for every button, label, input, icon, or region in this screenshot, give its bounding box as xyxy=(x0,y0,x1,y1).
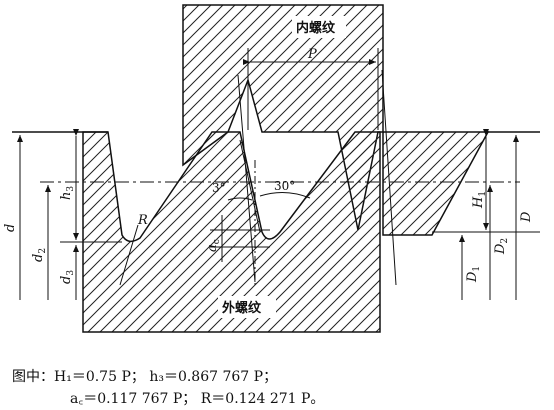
h3-label: h3 xyxy=(59,186,76,200)
internal-thread-label: 内螺纹 xyxy=(296,20,336,36)
caption-line-2: a꜀＝0.117 767 P； R＝0.124 271 P。 xyxy=(70,391,325,407)
angle-arc-3 xyxy=(227,197,253,201)
H1-label: H1 xyxy=(471,191,488,209)
ac-label: ac xyxy=(205,239,222,252)
d-label: d xyxy=(3,224,18,232)
D-label: D xyxy=(519,211,534,223)
angle-3-label: 3° xyxy=(212,181,226,195)
flank-lines xyxy=(119,69,397,286)
d2-label: d2 xyxy=(31,248,48,262)
internal-thread-right xyxy=(382,131,490,236)
radius-label: R xyxy=(137,213,148,228)
angle-arc-30 xyxy=(259,192,311,199)
external-thread-section xyxy=(82,131,381,333)
pitch-label: P xyxy=(307,47,317,62)
external-thread-label: 外螺纹 xyxy=(221,300,262,316)
D1-label: D1 xyxy=(465,266,482,283)
label-mask-external xyxy=(218,296,276,318)
label-mask-internal xyxy=(292,16,346,38)
D2-label: D2 xyxy=(493,238,510,255)
angle-30-label: 30° xyxy=(274,179,295,193)
d3-label: d3 xyxy=(59,270,76,284)
thread-profile-diagram: 内螺纹 外螺纹 P d d2 d3 h3 H1 D D2 D1 R ac 3° … xyxy=(3,4,540,333)
caption-line-1: 图中：H₁＝0.75 P； h₃＝0.867 767 P； xyxy=(12,369,278,385)
